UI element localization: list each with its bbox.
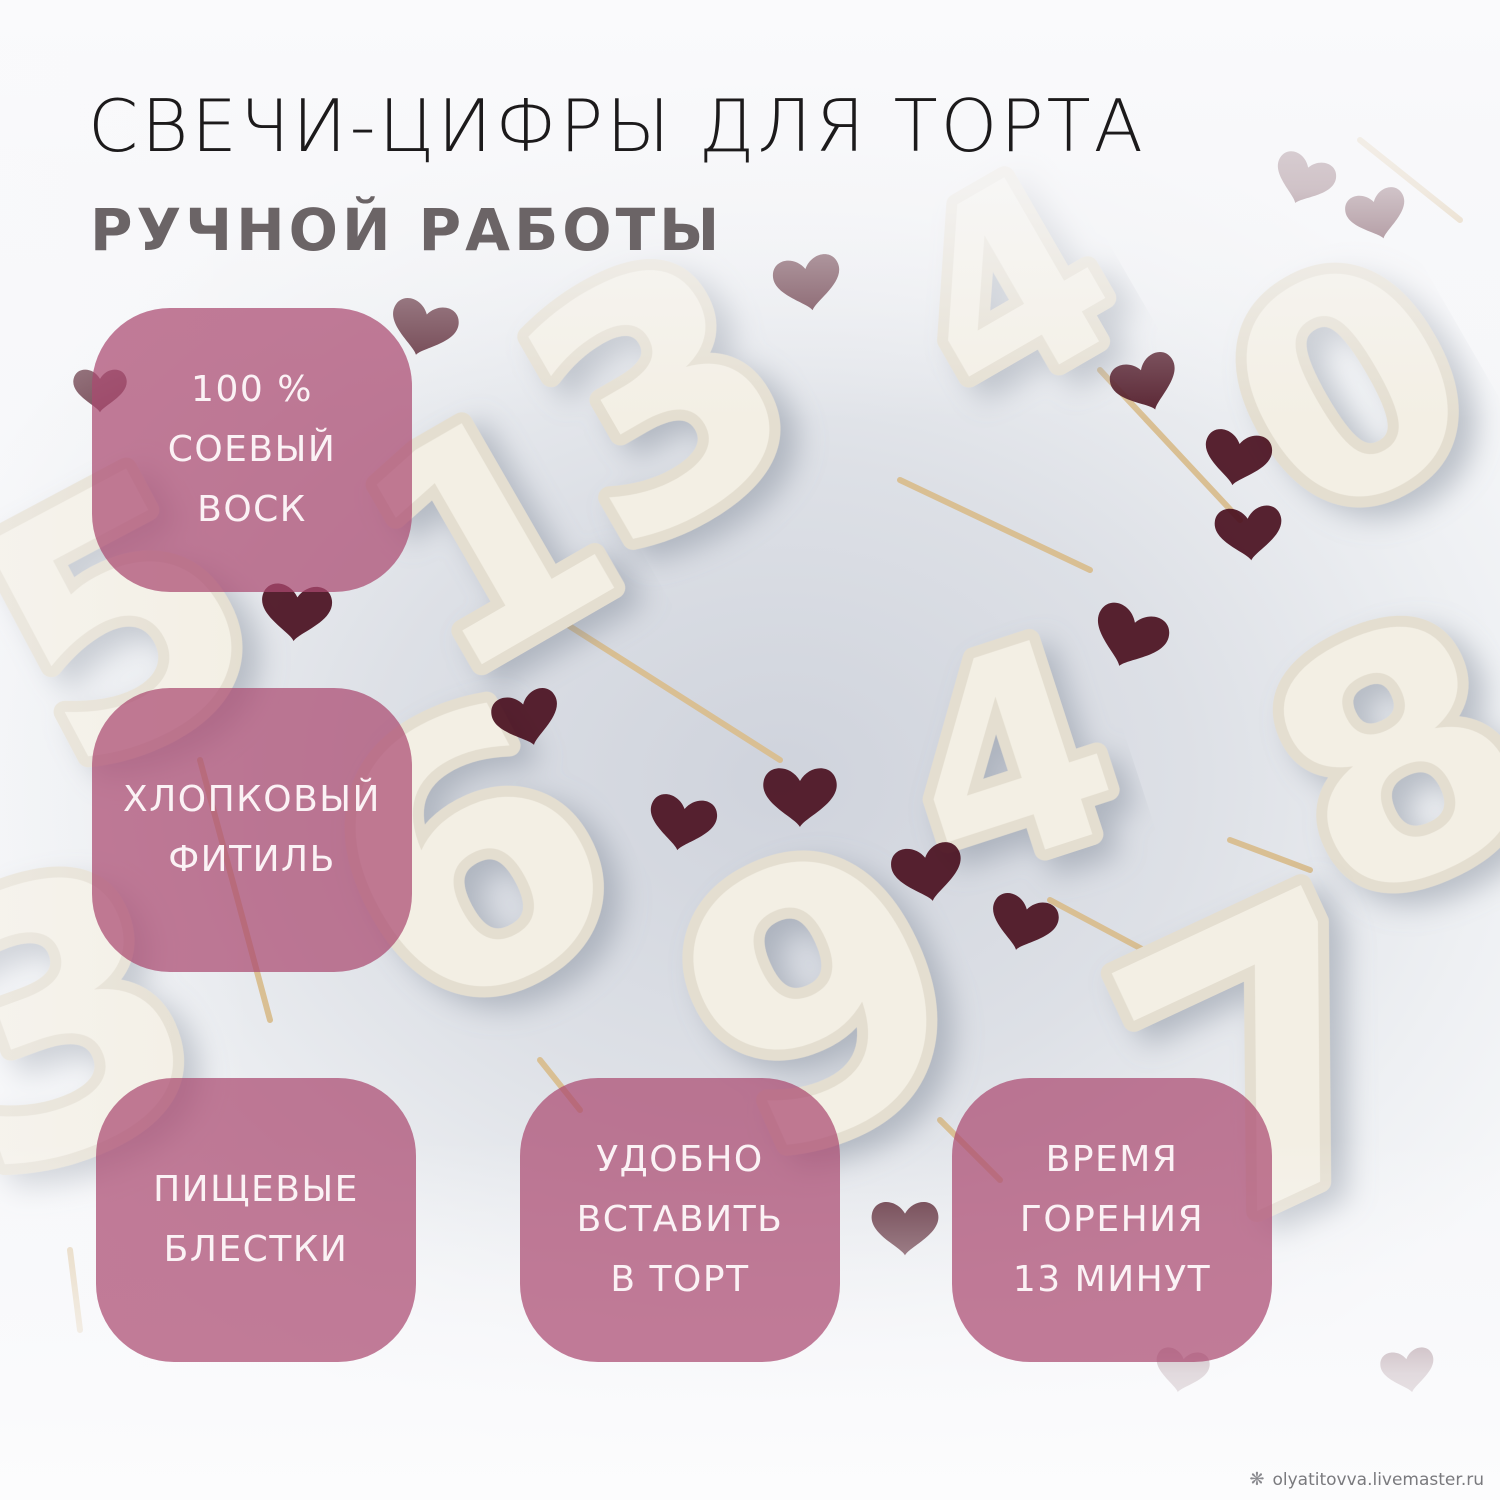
feature-badge-soy-wax: 100 % СОЕВЫЙ ВОСК <box>92 308 412 592</box>
heart-confetti-icon <box>1098 602 1170 666</box>
heart-confetti-icon <box>1214 505 1282 561</box>
watermark: ❋ olyatitovva.livemaster.ru <box>1249 1469 1484 1490</box>
heart-confetti-icon <box>262 583 332 642</box>
feature-badge-edible-glitter: ПИЩЕВЫЕ БЛЕСТКИ <box>96 1078 416 1362</box>
heart-confetti-icon <box>891 842 961 901</box>
toothpick-stick <box>1047 897 1203 983</box>
feature-badge-burn-time: ВРЕМЯ ГОРЕНИЯ 13 МИНУТ <box>952 1078 1272 1362</box>
heart-confetti-icon <box>993 892 1059 950</box>
feature-text: 100 % СОЕВЫЙ ВОСК <box>167 369 337 530</box>
feature-badge-easy-insert: УДОБНО ВСТАВИТЬ В ТОРТ <box>520 1078 840 1362</box>
page-subtitle: РУЧНОЙ РАБОТЫ <box>90 196 724 264</box>
heart-confetti-icon <box>763 768 837 827</box>
snowflake-logo-icon: ❋ <box>1249 1469 1265 1490</box>
feature-text: ХЛОПКОВЫЙ ФИТИЛЬ <box>123 779 381 880</box>
feature-badge-cotton-wick: ХЛОПКОВЫЙ ФИТИЛЬ <box>92 688 412 972</box>
toothpick-stick <box>557 617 783 763</box>
toothpick-stick <box>897 477 1093 573</box>
toothpick-stick <box>1227 837 1313 873</box>
feature-text: УДОБНО ВСТАВИТЬ В ТОРТ <box>576 1139 784 1300</box>
page-title: СВЕЧИ-ЦИФРЫ ДЛЯ ТОРТА <box>88 84 1146 168</box>
feature-text: ВРЕМЯ ГОРЕНИЯ 13 МИНУТ <box>1012 1139 1212 1300</box>
watermark-text: olyatitovva.livemaster.ru <box>1272 1469 1484 1490</box>
heart-confetti-icon <box>491 687 557 745</box>
feature-text: ПИЩЕВЫЕ БЛЕСТКИ <box>153 1169 359 1270</box>
heart-confetti-icon <box>650 794 718 851</box>
heart-confetti-icon <box>1205 429 1273 486</box>
